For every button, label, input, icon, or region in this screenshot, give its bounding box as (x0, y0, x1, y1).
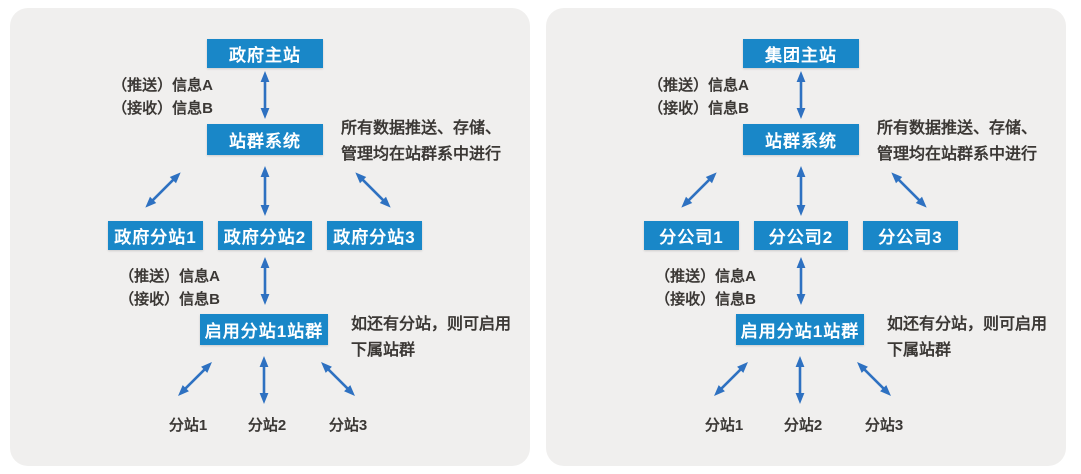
subsite-label-2: 分站2 (783, 417, 823, 434)
cluster-note-line2: 管理均在站群系中进行 (341, 146, 502, 163)
bidirectional-arrow-icon (258, 257, 272, 305)
enable-note-line2: 下属站群 (887, 342, 952, 359)
bidirectional-arrow-icon (140, 167, 186, 213)
enable-note-line1: 如还有分站，则可启用 (351, 316, 512, 333)
subsite-label-3: 分站3 (328, 417, 368, 434)
receive-label: （接收）信息B (119, 291, 220, 308)
enable-note: 如还有分站，则可启用 下属站群 (887, 312, 1047, 364)
bidirectional-arrow-icon (258, 71, 272, 119)
cluster-system-node: 站群系统 (743, 124, 859, 155)
cluster-note-line1: 所有数据推送、存储、 (877, 120, 1038, 137)
push-receive-labels: （推送）信息A （接收）信息B (566, 74, 749, 120)
bidirectional-arrow-icon (709, 357, 753, 401)
cluster-note-line2: 管理均在站群系中进行 (877, 146, 1038, 163)
branch-node-1: 分公司1 (644, 221, 739, 250)
bidirectional-arrow-icon (793, 356, 807, 404)
branch-node-2: 分公司2 (754, 221, 848, 250)
push-receive-labels: （推送）信息A （接收）信息B (58, 265, 220, 311)
subsite-label-1: 分站1 (168, 417, 208, 434)
cluster-note-line1: 所有数据推送、存储、 (341, 120, 502, 137)
enable-note: 如还有分站，则可启用 下属站群 (351, 312, 511, 364)
push-label: （推送）信息A (655, 268, 756, 285)
bidirectional-arrow-icon (794, 71, 808, 119)
push-label: （推送）信息A (119, 268, 220, 285)
bidirectional-arrow-icon (794, 257, 808, 305)
branch-node-1: 政府分站1 (108, 221, 203, 250)
enable-note-line1: 如还有分站，则可启用 (887, 316, 1048, 333)
cluster-system-node: 站群系统 (207, 124, 323, 155)
cluster-note: 所有数据推送、存储、 管理均在站群系中进行 (341, 116, 501, 168)
main-site-node: 政府主站 (207, 39, 323, 68)
branch-node-2: 政府分站2 (218, 221, 312, 250)
bidirectional-arrow-icon (258, 166, 272, 216)
receive-label: （接收）信息B (648, 100, 749, 117)
push-label: （推送）信息A (112, 77, 213, 94)
cluster-note: 所有数据推送、存储、 管理均在站群系中进行 (877, 116, 1037, 168)
bidirectional-arrow-icon (852, 357, 896, 401)
receive-label: （接收）信息B (112, 100, 213, 117)
subsite-label-3: 分站3 (864, 417, 904, 434)
branch-node-3: 政府分站3 (327, 221, 422, 250)
bidirectional-arrow-icon (886, 167, 932, 213)
push-label: （推送）信息A (648, 77, 749, 94)
government-diagram-panel: 政府主站 （推送）信息A （接收）信息B 站群系统 所有数据推送、存储、 管理均… (10, 8, 530, 466)
bidirectional-arrow-icon (350, 167, 396, 213)
subsite-label-2: 分站2 (247, 417, 287, 434)
bidirectional-arrow-icon (676, 167, 722, 213)
receive-label: （接收）信息B (655, 291, 756, 308)
subsite-label-1: 分站1 (704, 417, 744, 434)
group-diagram-panel: 集团主站 （推送）信息A （接收）信息B 站群系统 所有数据推送、存储、 管理均… (546, 8, 1066, 466)
enable-subsite-cluster-node: 启用分站1站群 (736, 314, 864, 345)
bidirectional-arrow-icon (257, 356, 271, 404)
push-receive-labels: （推送）信息A （接收）信息B (30, 74, 213, 120)
branch-node-3: 分公司3 (863, 221, 958, 250)
bidirectional-arrow-icon (173, 357, 217, 401)
push-receive-labels: （推送）信息A （接收）信息B (594, 265, 756, 311)
main-site-node: 集团主站 (743, 39, 859, 68)
bidirectional-arrow-icon (794, 166, 808, 216)
enable-note-line2: 下属站群 (351, 342, 416, 359)
enable-subsite-cluster-node: 启用分站1站群 (200, 314, 328, 345)
bidirectional-arrow-icon (316, 357, 360, 401)
